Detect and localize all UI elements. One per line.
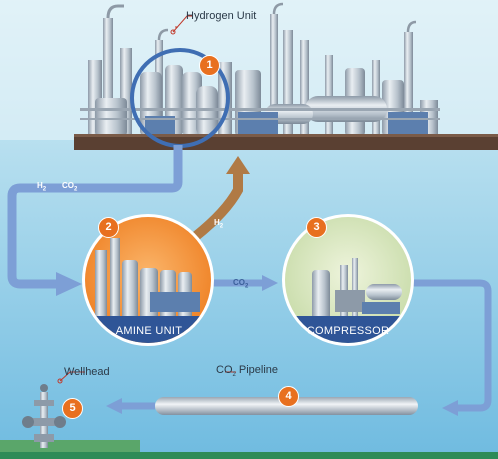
- co2-tag-feed-sub: 2: [74, 186, 78, 193]
- step-badge-1: 1: [199, 55, 220, 76]
- co2-tag-transfer: CO2: [233, 278, 248, 290]
- hydrogen-plant-illustration: [74, 2, 498, 150]
- co2-tag-feed-text: CO: [62, 181, 74, 190]
- h2-tag-feed-sub: 2: [42, 186, 47, 193]
- amine-unit-circle: [82, 214, 214, 346]
- co2-tag-transfer-text: CO: [233, 278, 245, 287]
- co2-pipeline-label-sub: 2: [232, 372, 236, 379]
- step-badge-3: 3: [306, 217, 327, 238]
- compressor-outlet-arrow: [412, 279, 492, 412]
- hydrogen-return-arrow: [192, 172, 243, 240]
- wellhead-illustration: [0, 384, 498, 459]
- co2-pipeline-label-prefix: CO: [216, 364, 233, 376]
- h2-tag-return: H2: [214, 218, 223, 230]
- co2-pipeline-label-suffix: Pipeline: [235, 364, 279, 376]
- feed-flow-arrow: [7, 145, 183, 289]
- step-badge-4: 4: [278, 386, 299, 407]
- compressor-label: COMPRESSOR: [306, 325, 390, 337]
- co2-tag-transfer-sub: 2: [245, 283, 249, 290]
- h2-tag-feed-text: H: [37, 181, 43, 190]
- hydrogen-unit-label: Hydrogen Unit: [186, 10, 257, 22]
- pipeline-to-wellhead-arrow: [106, 398, 122, 414]
- co2-pipeline-label: CO2 Pipeline: [216, 364, 278, 378]
- h2-tag-return-text: H: [214, 218, 220, 227]
- wellhead-label: Wellhead: [64, 366, 110, 378]
- h2-tag-feed: H2: [37, 181, 46, 193]
- co2-tag-feed: CO2: [62, 181, 77, 193]
- amine-unit-label: AMINE UNIT: [115, 325, 183, 337]
- h2-tag-return-sub: 2: [219, 223, 224, 230]
- step-badge-2: 2: [98, 217, 119, 238]
- step-badge-5: 5: [62, 398, 83, 419]
